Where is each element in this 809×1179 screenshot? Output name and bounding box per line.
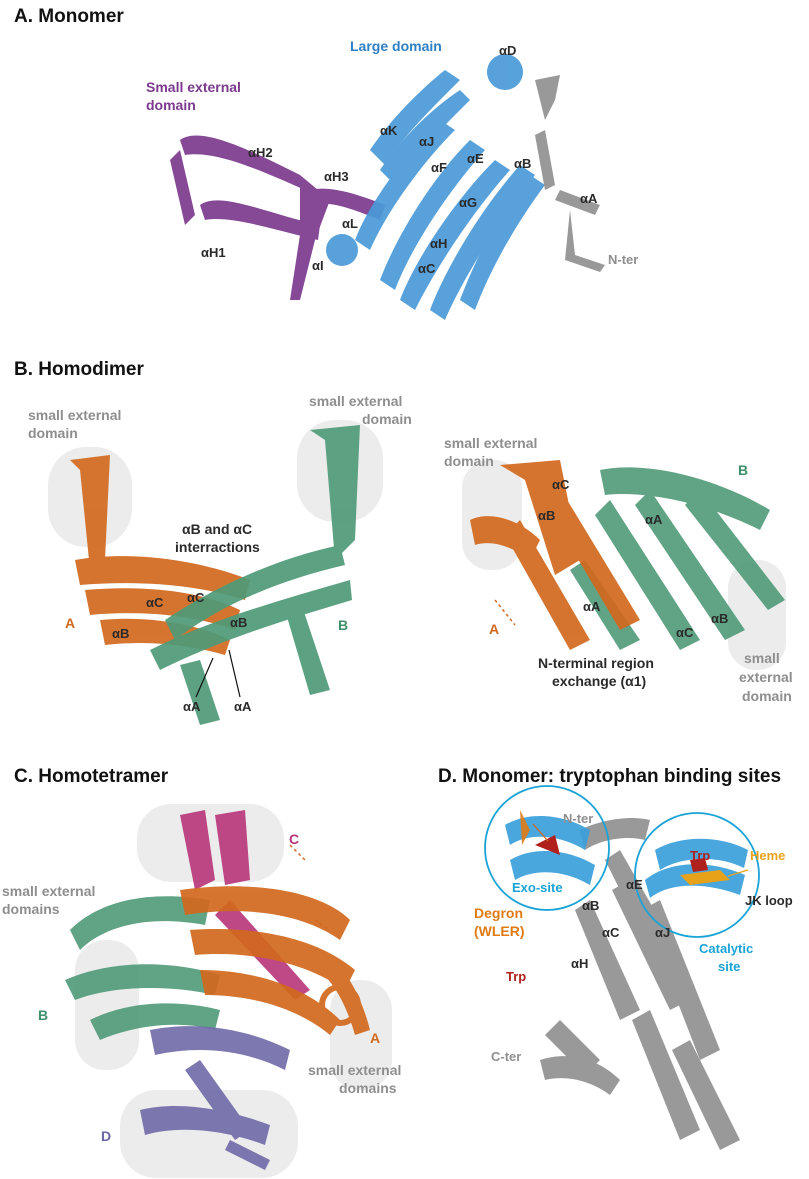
panel-b-title: B. Homodimer xyxy=(14,359,144,380)
panel-b-right-structure xyxy=(462,460,786,670)
b-r-aC: αC xyxy=(552,477,570,492)
n-ter-label: N-ter xyxy=(608,252,639,267)
small-external-domain-label-1: Small external xyxy=(146,79,241,95)
b-r-small-ext-b3: domain xyxy=(742,688,792,704)
panel-a-title: A. Monomer xyxy=(14,6,124,27)
b-r-small-ext-2: domain xyxy=(444,453,494,469)
b-nterm-2: exchange (α1) xyxy=(552,673,647,689)
n-terminal-ribbon xyxy=(535,75,605,272)
b-aA-1: αA xyxy=(183,699,201,714)
helix-aC-label: αC xyxy=(418,261,436,276)
helix-aF-label: αF xyxy=(431,160,447,175)
c-small-ext-b1: small external xyxy=(308,1062,402,1078)
b-interactions-2: interractions xyxy=(175,539,260,555)
b-r-chain-a: A xyxy=(489,621,500,637)
d-aE-label: αE xyxy=(626,877,643,892)
b-small-ext-left-2: domain xyxy=(28,425,78,441)
c-small-ext-2: domains xyxy=(2,901,60,917)
panel-c-structure xyxy=(65,804,392,1178)
c-chain-c: C xyxy=(289,831,300,847)
helix-aJ-label: αJ xyxy=(419,134,435,149)
d-aC-label: αC xyxy=(602,925,620,940)
d-exo-site-label: Exo-site xyxy=(512,880,563,895)
b-small-ext-right-1: small external xyxy=(309,393,403,409)
exo-site-circle xyxy=(484,785,610,911)
b-chain-a: A xyxy=(65,615,76,631)
d-aB-label: αB xyxy=(582,898,600,913)
d-trp-left-label: Trp xyxy=(506,969,527,984)
helix-aH3-label: αH3 xyxy=(324,169,349,184)
d-heme-label: Heme xyxy=(750,848,786,863)
chain-d-ribbon xyxy=(140,1026,290,1170)
shade-small-ext-r1 xyxy=(462,460,522,570)
b-small-ext-left-1: small external xyxy=(28,407,122,423)
chain-b-ribbon xyxy=(150,425,360,725)
b-aC-1: αC xyxy=(146,595,164,610)
d-degron-label-2: (WLER) xyxy=(474,923,525,939)
b-r-aA-bottom: αA xyxy=(583,599,601,614)
c-chain-a: A xyxy=(370,1030,381,1046)
b-aB-1: αB xyxy=(112,626,130,641)
b-r-aC-bottom: αC xyxy=(676,625,694,640)
d-n-ter-label: N-ter xyxy=(563,811,594,826)
panel-d-structure xyxy=(484,785,760,1150)
panel-d-title: D. Monomer: tryptophan binding sites xyxy=(438,766,782,787)
helix-aH-label: αH xyxy=(430,236,448,251)
b-aA-2: αA xyxy=(234,699,252,714)
b-r-aB-bottom: αB xyxy=(711,611,729,626)
panel-b-left-structure xyxy=(48,420,383,725)
r-chain-a-ribbon xyxy=(470,460,640,650)
d-c-ter-label: C-ter xyxy=(491,1049,522,1064)
b-r-small-ext-b2: external xyxy=(739,669,793,685)
helix-aI-label: αI xyxy=(312,258,324,273)
panel-a-structure xyxy=(170,54,605,320)
d-catalytic-label-2: site xyxy=(718,959,741,974)
d-aH-label: αH xyxy=(571,956,589,971)
b-r-small-ext-1: small external xyxy=(444,435,538,451)
catalytic-site-circle xyxy=(634,812,760,938)
c-chain-b: B xyxy=(38,1007,49,1023)
chain-b-c-ribbon xyxy=(65,896,220,1040)
helix-aL-label: αL xyxy=(342,216,358,231)
helix-aD-label: αD xyxy=(499,43,517,58)
b-interactions-1: αB and αC xyxy=(182,521,253,537)
d-trp-top-label: Trp xyxy=(690,848,711,863)
helix-aK-label: αK xyxy=(380,123,398,138)
large-domain-label: Large domain xyxy=(350,38,442,54)
large-domain-ribbon xyxy=(326,54,545,320)
helix-aB-label: αB xyxy=(514,156,532,171)
shade-c-left xyxy=(75,940,139,1070)
helix-aA-label: αA xyxy=(580,191,598,206)
c-small-ext-b2: domains xyxy=(339,1080,397,1096)
d-gray-ribbon xyxy=(540,818,740,1150)
b-r-chain-b: B xyxy=(738,462,749,478)
b-r-aA-top: αA xyxy=(645,512,663,527)
helix-aH1-label: αH1 xyxy=(201,245,226,260)
b-aC-2: αC xyxy=(187,590,205,605)
small-external-domain-ribbon xyxy=(170,135,385,300)
d-catalytic-label-1: Catalytic xyxy=(699,941,754,956)
b-nterm-1: N-terminal region xyxy=(538,655,654,671)
panel-c-title: C. Homotetramer xyxy=(14,766,169,787)
d-jk-loop-label: JK loop xyxy=(745,893,793,908)
helix-aE-label: αE xyxy=(467,151,484,166)
d-degron-label-1: Degron xyxy=(474,905,523,921)
d-aJ-label: αJ xyxy=(655,925,671,940)
chain-a-c-ribbon xyxy=(180,886,370,1035)
b-chain-b: B xyxy=(338,617,349,633)
small-external-domain-label-2: domain xyxy=(146,97,196,113)
c-chain-d: D xyxy=(101,1128,112,1144)
b-r-aB: αB xyxy=(538,508,556,523)
helix-aH2-label: αH2 xyxy=(248,145,273,160)
helix-aG-label: αG xyxy=(459,195,478,210)
c-small-ext-1: small external xyxy=(2,883,96,899)
b-r-small-ext-b1: small xyxy=(744,650,780,666)
b-aB-2: αB xyxy=(230,615,248,630)
b-small-ext-right-2: domain xyxy=(362,411,412,427)
